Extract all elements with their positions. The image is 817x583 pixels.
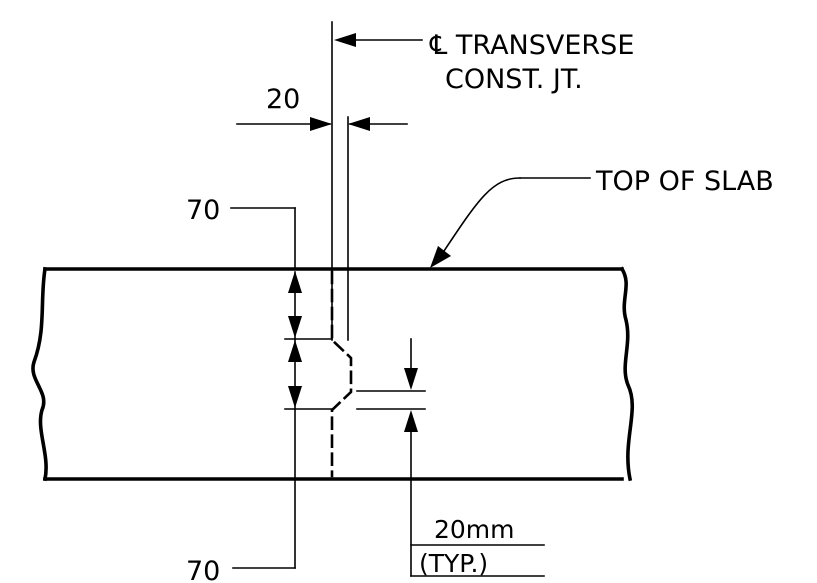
joint-gap-label: 20 [266, 84, 300, 115]
top-of-slab-arrow [430, 246, 451, 268]
keyed-joint-profile [330, 270, 353, 478]
top-of-slab-label: TOP OF SLAB [595, 166, 774, 197]
key-arrow-down [404, 368, 418, 390]
gap-arrow-left [310, 117, 332, 131]
right-break-line [619, 266, 635, 482]
top-of-slab-leader [430, 177, 591, 268]
key-depth-note: (TYP.) [419, 549, 488, 578]
key-arrow-up [404, 410, 418, 432]
slab-outline [31, 266, 635, 482]
arrow-bottom-down [288, 386, 302, 408]
top-of-slab-leader-curve [440, 177, 521, 256]
centerline-label-line1: ℄ TRANSVERSE [429, 30, 634, 61]
joint-gap-dimension [236, 117, 408, 131]
arrow-top-up [288, 271, 302, 293]
arrow-mid-up [288, 340, 302, 362]
gap-arrow-right [348, 117, 370, 131]
joint-centerline [331, 21, 423, 341]
upper-offset-label: 70 [186, 195, 220, 226]
lower-offset-label: 70 [186, 556, 220, 583]
arrow-mid-down [288, 316, 302, 338]
key-depth-label: 20mm [434, 515, 515, 544]
centerline-leader-arrow [334, 33, 356, 47]
key-depth-dimension [356, 338, 545, 577]
left-break-line [31, 266, 48, 482]
offset-dimensions [230, 207, 333, 569]
centerline-label-line2: CONST. JT. [445, 64, 583, 95]
